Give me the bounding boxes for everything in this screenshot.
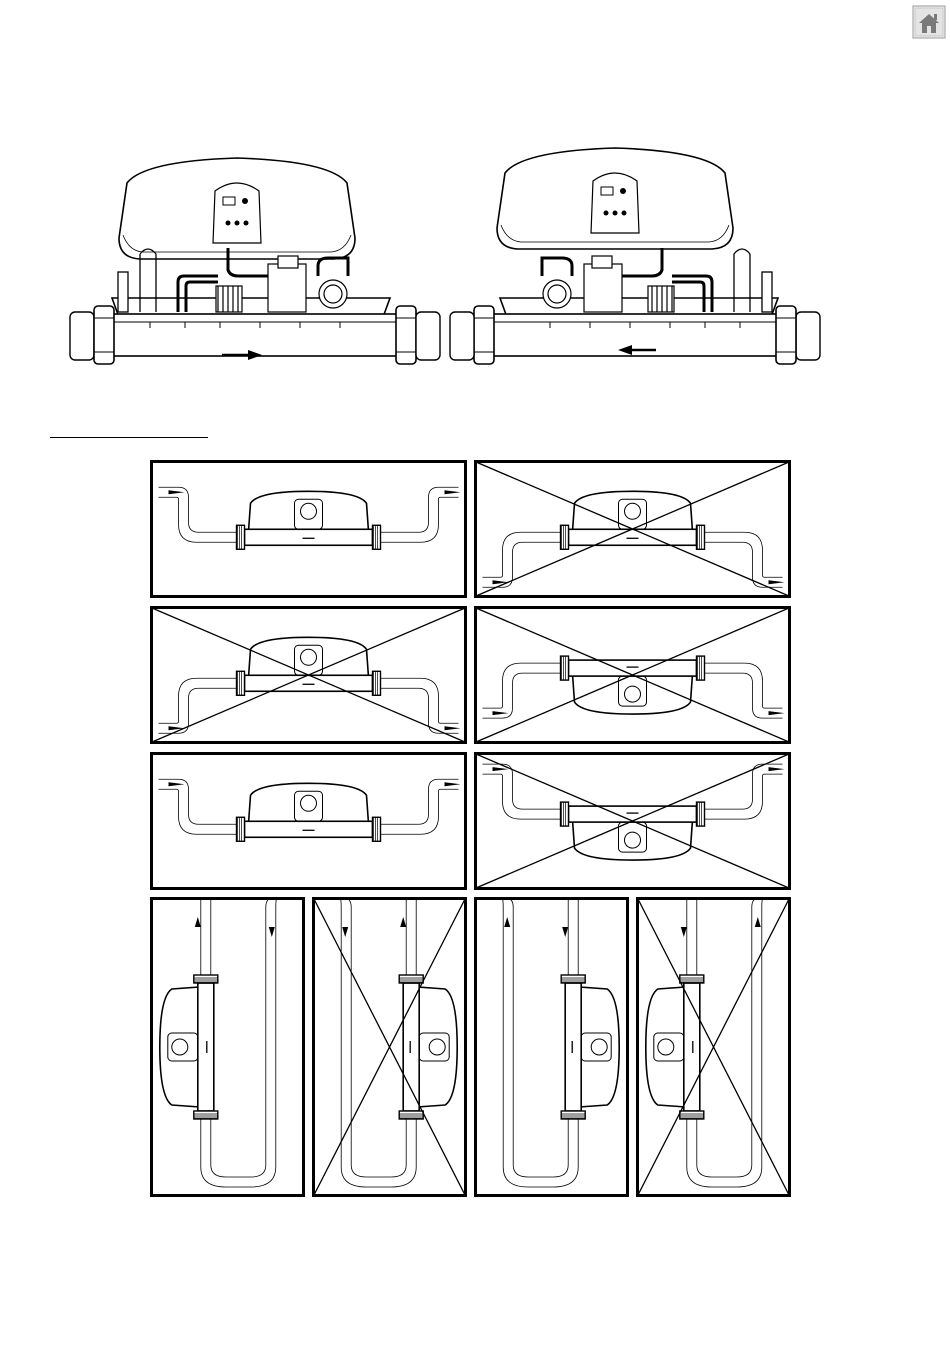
panel-drawing: [150, 752, 467, 890]
panel-drawing: [150, 897, 305, 1197]
installation-panel-h4: [474, 606, 791, 744]
panel-drawing: [474, 897, 629, 1197]
installation-panel-v2: [312, 897, 467, 1197]
panel-drawing: [636, 897, 791, 1197]
not-allowed-cross: [152, 608, 465, 742]
heater-unit: [237, 783, 381, 841]
flow-arrow: [504, 917, 510, 927]
not-allowed-cross: [476, 462, 789, 596]
flow-arrow: [562, 927, 568, 937]
heater-illustration: [0, 130, 950, 400]
pipe-run: [481, 897, 578, 1187]
pipe-run: [687, 897, 784, 1187]
heater-unit: [561, 975, 619, 1119]
installation-panel-h2: [474, 460, 791, 598]
heater-unit: [561, 656, 705, 714]
installation-panel-h6: [474, 752, 791, 890]
flow-arrow: [342, 927, 348, 937]
pipe-run: [201, 897, 298, 1187]
heater-unit: [561, 802, 705, 860]
heater-unit-right: [450, 148, 820, 364]
not-allowed-cross: [476, 608, 789, 742]
flow-arrow: [681, 927, 687, 937]
panel-drawing: [312, 897, 467, 1197]
heater-unit: [646, 975, 704, 1119]
home-icon: [912, 5, 946, 39]
heater-unit: [237, 637, 381, 695]
panel-drawing: [150, 606, 467, 744]
heater-unit: [561, 491, 705, 549]
installation-panel-v4: [636, 897, 791, 1197]
installation-panel-h5: [150, 752, 467, 890]
flow-arrow: [400, 917, 406, 927]
flow-arrow: [755, 917, 761, 927]
pipe-run: [319, 897, 416, 1187]
installation-panel-h1: [150, 460, 467, 598]
heater-unit: [160, 975, 218, 1119]
panel-drawing: [474, 460, 791, 598]
heater-unit: [399, 975, 457, 1119]
panel-drawing: [474, 606, 791, 744]
installation-panel-v3: [474, 897, 629, 1197]
panel-drawing: [150, 460, 467, 598]
heater-unit-left: [70, 158, 440, 364]
flow-arrow: [269, 927, 275, 937]
installation-panel-h3: [150, 606, 467, 744]
heater-unit: [237, 491, 381, 549]
panel-drawing: [474, 752, 791, 890]
flow-arrow: [195, 917, 201, 927]
not-allowed-cross: [476, 754, 789, 888]
home-button[interactable]: [912, 5, 946, 39]
section-divider: [50, 437, 208, 438]
installation-panel-v1: [150, 897, 305, 1197]
